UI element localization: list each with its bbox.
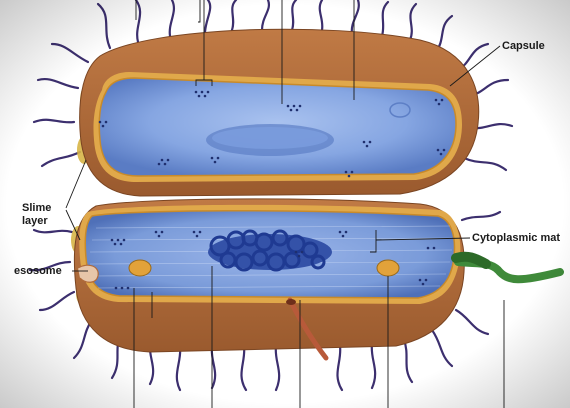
slime-layer-label-line1: Slime [22, 202, 51, 214]
slime-layer-label-line2: layer [22, 215, 48, 227]
cytoplasmic-matrix-label: Cytoplasmic mat [472, 232, 560, 244]
capsule-label: Capsule [502, 40, 545, 52]
mesosome-label: esosome [14, 265, 62, 277]
